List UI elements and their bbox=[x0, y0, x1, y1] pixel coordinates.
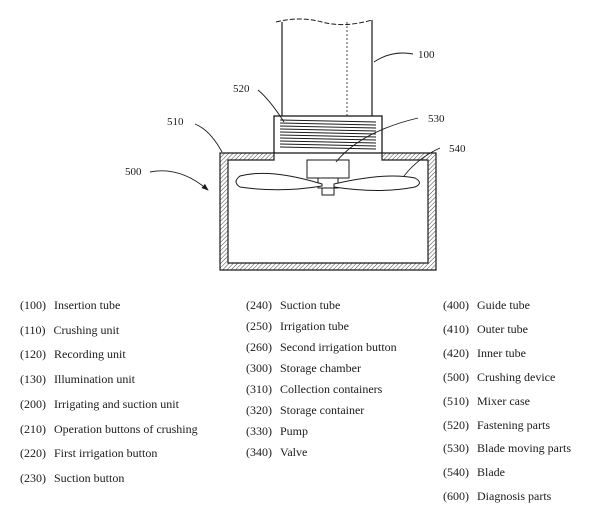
legend-code: (400) bbox=[443, 298, 469, 312]
legend-label: Insertion tube bbox=[54, 298, 121, 312]
legend-code: (420) bbox=[443, 345, 469, 360]
legend-label: Suction button bbox=[54, 470, 125, 485]
legend-label: Suction tube bbox=[280, 298, 341, 312]
legend-code: (230) bbox=[20, 470, 46, 485]
legend-item: (310) Collection containers bbox=[246, 382, 382, 396]
legend-label: Blade moving parts bbox=[477, 441, 571, 456]
insertion-tube bbox=[275, 18, 373, 127]
legend-item: (330) Pump bbox=[246, 424, 308, 438]
legend-label: Crushing unit bbox=[53, 322, 120, 337]
legend-label: Fastening parts bbox=[477, 417, 550, 432]
legend-label: Mixer case bbox=[477, 393, 530, 408]
legend-item: (100) Insertion tube bbox=[20, 298, 120, 312]
legend-label: Storage container bbox=[280, 403, 365, 417]
legend-code: (530) bbox=[443, 441, 469, 456]
legend-item: (530) Blade moving parts bbox=[443, 441, 571, 455]
legend-label: Outer tube bbox=[477, 321, 528, 336]
legend-label: Recording unit bbox=[54, 347, 126, 362]
blade-moving-parts bbox=[306, 159, 350, 196]
legend-label: Storage chamber bbox=[280, 361, 361, 375]
crushing-device-diagram: 100 520 510 530 540 500 bbox=[125, 18, 466, 271]
callout-540: 540 bbox=[449, 143, 466, 155]
callout-530: 530 bbox=[428, 113, 445, 125]
legend-label: Diagnosis parts bbox=[477, 489, 552, 504]
legend-code: (240) bbox=[246, 298, 272, 312]
legend-label: Inner tube bbox=[477, 345, 526, 360]
legend-label: Crushing device bbox=[477, 369, 556, 384]
legend-item: (110) Crushing unit bbox=[20, 323, 119, 337]
legend-label: Collection containers bbox=[280, 382, 383, 396]
mixer-case bbox=[219, 152, 437, 271]
callout-510: 510 bbox=[167, 116, 184, 128]
legend-code: (330) bbox=[246, 424, 272, 438]
legend-label: Operation buttons of crushing bbox=[54, 421, 198, 436]
legend-code: (100) bbox=[20, 298, 46, 312]
callout-500: 500 bbox=[125, 166, 142, 178]
legend-item: (520) Fastening parts bbox=[443, 418, 550, 432]
legend-item: (320) Storage container bbox=[246, 403, 364, 417]
legend-item: (600) Diagnosis parts bbox=[443, 489, 551, 503]
legend-item: (510) Mixer case bbox=[443, 394, 530, 408]
blade bbox=[235, 172, 420, 191]
legend-item: (420) Inner tube bbox=[443, 346, 526, 360]
legend-label: Second irrigation button bbox=[280, 340, 397, 354]
legend-item: (250) Irrigation tube bbox=[246, 319, 349, 333]
legend-label: Illumination unit bbox=[54, 372, 135, 387]
callout-520: 520 bbox=[233, 83, 250, 95]
legend-item: (260) Second irrigation button bbox=[246, 340, 397, 354]
legend-item: (200) Irrigating and suction unit bbox=[20, 397, 179, 411]
legend-code: (260) bbox=[246, 340, 272, 354]
legend-item: (210) Operation buttons of crushing bbox=[20, 422, 198, 436]
legend-code: (210) bbox=[20, 421, 46, 436]
legend-item: (500) Crushing device bbox=[443, 370, 555, 384]
legend-label: Guide tube bbox=[477, 298, 530, 312]
legend-code: (300) bbox=[246, 361, 272, 375]
callout-leaders bbox=[149, 52, 441, 191]
legend-code: (410) bbox=[443, 321, 469, 336]
legend-item: (400) Guide tube bbox=[443, 298, 530, 312]
legend-item: (340) Valve bbox=[246, 445, 307, 459]
legend-item: (220) First irrigation button bbox=[20, 446, 157, 460]
callout-100: 100 bbox=[418, 49, 435, 61]
legend-item: (130) Illumination unit bbox=[20, 372, 135, 386]
legend-item: (540) Blade bbox=[443, 465, 505, 479]
legend-item: (410) Outer tube bbox=[443, 322, 528, 336]
legend-code: (510) bbox=[443, 393, 469, 408]
legend-code: (130) bbox=[20, 372, 46, 387]
legend-code: (320) bbox=[246, 403, 272, 417]
fastening-parts-thread bbox=[273, 115, 383, 154]
legend-label: Pump bbox=[280, 424, 309, 438]
legend-label: Irrigation tube bbox=[280, 319, 349, 333]
legend-label: First irrigation button bbox=[54, 446, 158, 461]
legend-code: (500) bbox=[443, 369, 469, 384]
legend-code: (120) bbox=[20, 347, 46, 362]
legend-label: Blade bbox=[477, 465, 505, 480]
legend-code: (220) bbox=[20, 446, 46, 461]
legend-code: (340) bbox=[246, 445, 272, 459]
legend-code: (600) bbox=[443, 489, 469, 504]
legend-code: (520) bbox=[443, 417, 469, 432]
legend-label: Valve bbox=[280, 445, 308, 459]
legend-item: (230) Suction button bbox=[20, 471, 124, 485]
legend-code: (310) bbox=[246, 382, 272, 396]
legend-code: (110) bbox=[20, 322, 46, 337]
legend-code: (540) bbox=[443, 465, 469, 480]
legend-code: (250) bbox=[246, 319, 272, 333]
legend-item: (300) Storage chamber bbox=[246, 361, 361, 375]
legend-code: (200) bbox=[20, 396, 46, 411]
legend-label: Irrigating and suction unit bbox=[54, 396, 179, 411]
legend-item: (120) Recording unit bbox=[20, 347, 126, 361]
legend-item: (240) Suction tube bbox=[246, 298, 340, 312]
